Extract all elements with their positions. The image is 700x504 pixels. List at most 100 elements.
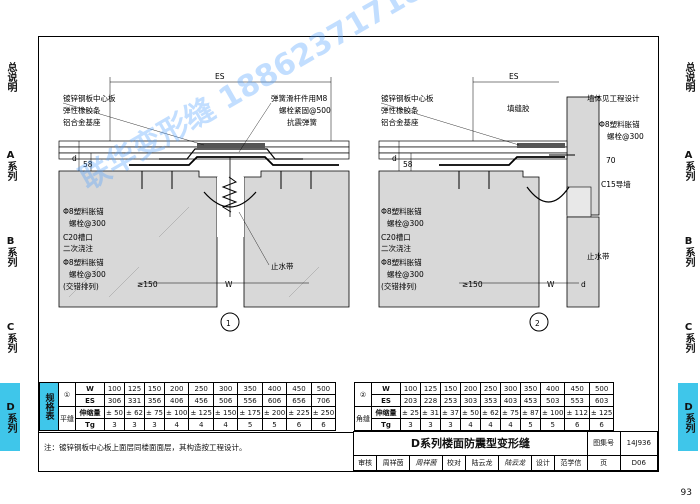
d2-es-dim: ES [509,72,519,81]
t2-cell: 3 [440,418,461,431]
t2-cell: 603 [588,394,615,407]
t2-cell: 100 [400,382,421,395]
t2-cell: 5 [520,418,541,431]
t2-row-header: 伸缩量 [371,406,401,419]
d2-label-bottom-2: C20槽口 [381,232,411,242]
proof-label: 校对 [441,454,467,472]
t1-cell: 250 [188,382,214,395]
t1-cell: 406 [163,394,190,407]
t2-cell: 400 [539,382,566,395]
d2-label-right-2: 螺栓@300 [607,131,644,141]
t2-cell: ± 62 [480,406,501,419]
t2-cell: ± 25 [400,406,421,419]
spec-label: 规格表 [39,382,59,431]
d2-label-right-1: Φ8塑料胀锚 [599,119,640,129]
t2-type: 角缝 [354,406,372,431]
t2-cell: 353 [480,394,501,407]
d2-label-bottom-6: (交错排列) [381,281,417,291]
t1-cell: ± 50 [104,406,125,419]
t2-cell: 3 [400,418,421,431]
t2-cell: 450 [564,382,590,395]
note-text: 注：镀锌钢板中心板上面层同楼面面层，其构造按工程设计。 [44,443,247,452]
t2-row-header: W [371,382,401,395]
side-tab-right-4[interactable]: D系列 [678,383,698,451]
t1-cell: 306 [104,394,125,407]
d1-label-bottom-5: 螺栓@300 [69,269,106,279]
proofer-signature: 陆云龙 [497,454,532,472]
t2-cell: 228 [420,394,441,407]
d2-label-left-2: 铝合金基座 [381,117,419,127]
d2-stop-band-label: 止水带 [587,251,610,261]
t1-cell: ± 125 [188,406,214,419]
t1-row-header: 伸缩量 [75,406,105,419]
t2-cell: 203 [400,394,421,407]
t1-cell: ± 75 [144,406,165,419]
t2-cell: ± 112 [564,406,590,419]
detail-1: ES d 58 [58,72,350,332]
side-tab-right-3[interactable]: C系列 [683,321,694,353]
d1-d-dim: d [72,154,77,163]
t2-cell: 4 [500,418,521,431]
review-label: 审核 [352,454,378,472]
d1-w-dim: W [225,280,233,289]
t1-cell: ± 62 [124,406,145,419]
side-tab-left-1[interactable]: A系列 [5,149,16,181]
t1-cell: 3 [124,418,145,431]
d1-es-dim: ES [215,72,225,81]
d2-w150-dim: ≥150 [462,280,483,289]
t1-cell: ± 175 [237,406,263,419]
detail-2: ES d 58 70 ≥150 W d 镀锌钢板中心板 弹性橡胶条 铝合金基座 … [378,72,644,332]
t2-cell: ± 37 [440,406,461,419]
reviewer-signature: 周祥茵 [409,454,443,472]
side-tab-right-0[interactable]: 总说明 [683,62,694,92]
d1-label-right-2: 抗震弹簧 [287,117,317,127]
t2-cell: 350 [520,382,541,395]
side-tab-right-2[interactable]: B系列 [683,235,694,267]
t1-cell: 706 [310,394,337,407]
t1-cell: 4 [163,418,190,431]
d1-number: 1 [226,319,231,328]
t2-cell: ± 87 [520,406,541,419]
t1-cell: 331 [124,394,145,407]
page-code: D06 [619,454,659,472]
drawing-title: D系列楼面防震型变形缝 [353,431,588,456]
t1-cell: 150 [144,382,165,395]
side-tab-left-2[interactable]: B系列 [5,235,16,267]
t1-cell: ± 250 [310,406,337,419]
d1-label-left-2: 铝合金基座 [63,117,101,127]
d2-d2-dim: d [581,280,586,289]
atlas-label: 图集号 [586,431,621,456]
t1-row-header: ES [75,394,105,407]
t2-cell: 150 [440,382,461,395]
t2-cell: 300 [500,382,521,395]
t2-cell: 453 [520,394,541,407]
t1-cell: 606 [261,394,288,407]
t2-cell: 6 [564,418,590,431]
d2-70-dim: 70 [606,156,616,165]
t2-cell: 403 [500,394,521,407]
d1-label-bottom-3: 二次浇注 [63,243,93,253]
t1-cell: 5 [261,418,288,431]
side-tab-right-1[interactable]: A系列 [683,149,694,181]
t2-circle: ② [354,382,372,407]
t2-cell: 5 [539,418,566,431]
d1-label-bottom-0: Φ8塑料胀锚 [63,206,104,216]
side-tab-left-0[interactable]: 总说明 [5,62,16,92]
side-tab-left-3[interactable]: C系列 [5,321,16,353]
t1-row-header: W [75,382,105,395]
d2-d-dim: d [392,154,397,163]
d1-label-bottom-2: C20槽口 [63,232,93,242]
t2-cell: 3 [420,418,441,431]
reviewer-name: 周祥茵 [376,454,411,472]
t2-row-header: ES [371,394,401,407]
t1-type: 平缝 [58,406,76,431]
t1-cell: 6 [310,418,337,431]
t1-cell: ± 200 [261,406,288,419]
d1-label-left-0: 镀锌钢板中心板 [63,93,116,103]
t1-row-header: Tg [75,418,105,431]
t2-cell: 553 [564,394,590,407]
t1-cell: 450 [286,382,312,395]
page-label: 页 [586,454,621,472]
t1-cell: 125 [124,382,145,395]
side-tab-left-4[interactable]: D系列 [0,383,20,451]
